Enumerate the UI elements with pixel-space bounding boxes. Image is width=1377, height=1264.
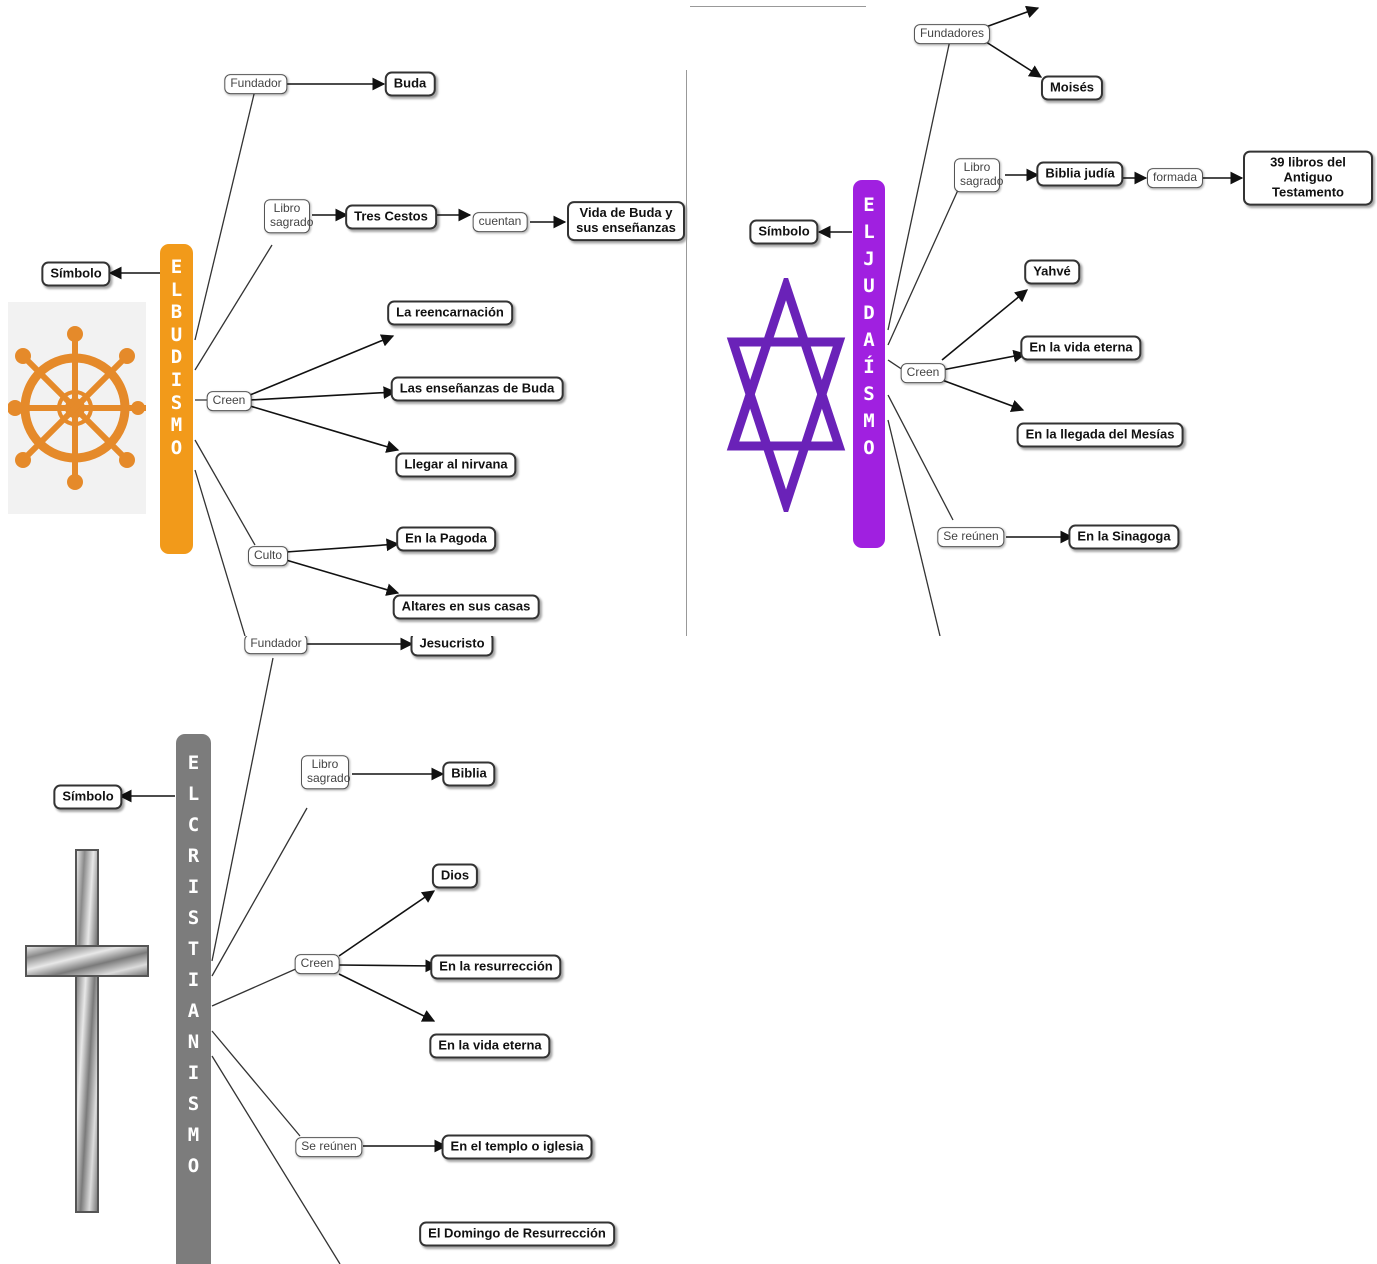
judaismo-libro-sagrado: Libro sagrado <box>954 158 1003 192</box>
judaismo-mesias: En la llegada del Mesías <box>1016 422 1184 448</box>
cristianismo-domingo: El Domingo de Resurrección <box>419 1221 615 1247</box>
cristianismo-connectors <box>118 637 448 1264</box>
cristianismo-resurreccion: En la resurrección <box>430 954 562 980</box>
budismo-altares: Altares en sus casas <box>392 594 540 620</box>
budismo-libro-sagrado: Libro sagrado <box>264 199 313 233</box>
dharma-wheel-icon <box>0 302 150 514</box>
judaismo-biblia-judia: Biblia judía <box>1036 161 1124 187</box>
judaismo-moises: Moisés <box>1040 75 1104 101</box>
cristianismo-fundador: Fundador <box>244 636 308 654</box>
judaismo-simbolo: Símbolo <box>749 219 819 245</box>
judaismo-connectors <box>817 5 1244 636</box>
budismo-title: EL BUDISMO <box>170 256 193 459</box>
budismo-pagoda: En la Pagoda <box>396 526 496 552</box>
cristianismo-vida-eterna: En la vida eterna <box>429 1033 551 1059</box>
cristianismo-libro-sagrado: Libro sagrado <box>301 755 350 789</box>
budismo-culto: Culto <box>247 546 289 566</box>
cristianismo-templo: En el templo o iglesia <box>441 1134 593 1160</box>
budismo-nirvana: Llegar al nirvana <box>395 452 517 478</box>
cristianismo-jesucristo: Jesucristo <box>410 636 494 657</box>
cristianismo-dios: Dios <box>431 863 479 889</box>
star-of-david-icon <box>726 271 846 519</box>
budismo-ensenanzas: Las enseñanzas de Buda <box>390 376 564 402</box>
budismo-simbolo: Símbolo <box>41 261 111 287</box>
cristianismo-se-reunen: Se reúnen <box>295 1137 363 1157</box>
judaismo-vida-eterna: En la vida eterna <box>1020 335 1142 361</box>
judaismo-title-bar: EL JUDAÍSMO <box>853 180 885 548</box>
budismo-vida-de-buda: Vida de Buda y sus enseñanzas <box>567 201 685 241</box>
budismo-title-bar: EL BUDISMO <box>160 244 193 554</box>
budismo-cuentan: cuentan <box>472 212 528 232</box>
budismo-connectors <box>108 77 567 636</box>
judaismo-sinagoga: En la Sinagoga <box>1068 524 1180 550</box>
cristianismo-title-bar: EL CRISTIANISMO <box>176 734 211 1264</box>
judaismo-panel: EL JUDAÍSMO Símbolo Fundadores Moisés Li… <box>688 0 1377 636</box>
judaismo-creen: Creen <box>900 363 946 383</box>
vertical-divider <box>686 70 687 636</box>
budismo-reencarnacion: La reencarnación <box>387 300 513 326</box>
judaismo-yahve: Yahvé <box>1024 259 1080 285</box>
judaismo-39-libros: 39 libros del Antiguo Testamento <box>1243 150 1373 206</box>
budismo-fundador: Fundador <box>224 74 288 94</box>
cristianismo-creen: Creen <box>294 954 340 974</box>
budismo-panel: EL BUDISMO Símbolo <box>0 0 688 636</box>
budismo-creen: Creen <box>206 391 252 411</box>
judaismo-title: EL JUDAÍSMO <box>863 194 875 459</box>
cristianismo-title: EL CRISTIANISMO <box>187 752 211 1177</box>
budismo-tres-cestos: Tres Cestos <box>345 204 437 230</box>
cross-icon <box>24 848 150 1214</box>
top-rule <box>690 6 866 7</box>
judaismo-fundadores: Fundadores <box>913 24 991 44</box>
judaismo-formada: formada <box>1146 168 1204 188</box>
cristianismo-panel: EL CRISTIANISMO Símbolo Fundador Jesucri… <box>0 636 688 1264</box>
cristianismo-biblia: Biblia <box>442 761 496 787</box>
cristianismo-simbolo: Símbolo <box>53 784 123 810</box>
budismo-buda: Buda <box>384 71 436 97</box>
judaismo-se-reunen: Se reúnen <box>937 527 1005 547</box>
